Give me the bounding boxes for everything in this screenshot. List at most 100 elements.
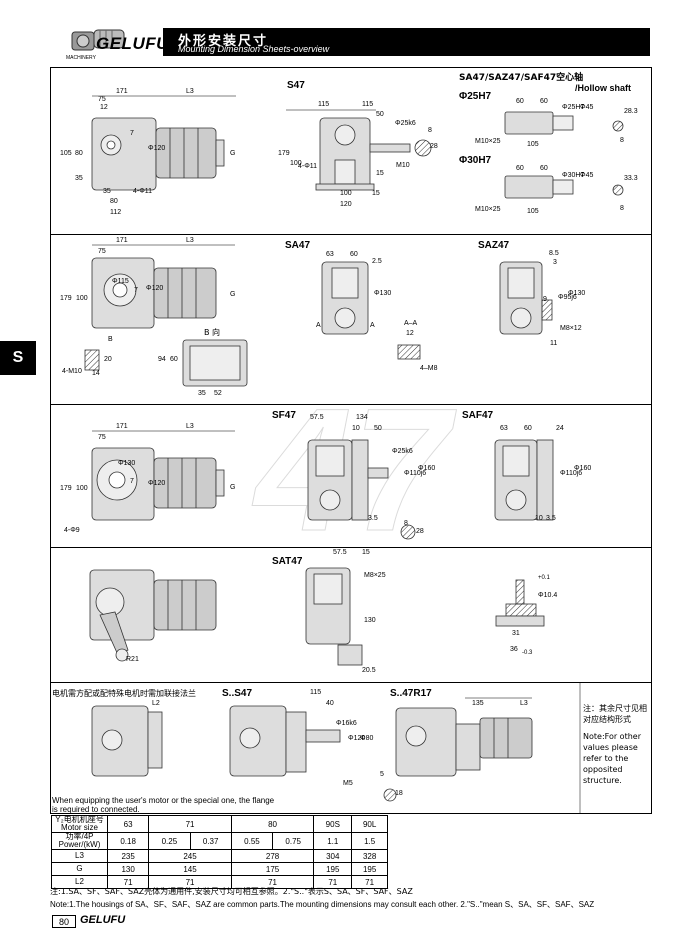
dim-label: 35 (198, 390, 206, 397)
dim-label: Φ130 (118, 460, 136, 467)
dim-label: 7 (130, 478, 134, 485)
table-cell: 0.25 (148, 832, 191, 850)
sa47-front-view (321, 261, 369, 335)
dim-label: 3.5 (546, 515, 556, 522)
table-cell: 175 (230, 862, 315, 876)
brand-logo: GELUFU (96, 34, 169, 53)
section-tab[interactable]: S (0, 341, 36, 375)
dim-label: 11 (550, 340, 558, 347)
dim-label: 10 (352, 425, 360, 432)
dim-label: 31 (512, 630, 520, 637)
dim-label: 100 (76, 295, 88, 302)
side-note-en: Note:For other values please refer to th… (583, 732, 641, 785)
hollow-shaft-subtitle: /Hollow shaft (575, 83, 631, 93)
dim-label: 9 (543, 296, 547, 303)
dim-label: Φ45 (580, 172, 594, 179)
dim-label: 2.5 (372, 258, 382, 265)
table-header: 71 (148, 815, 232, 833)
sat47-side-view (89, 569, 217, 662)
table-row-label: L3 (51, 849, 108, 863)
dim-label: 3 (553, 259, 557, 266)
hollow-shaft-25 (504, 111, 574, 135)
dim-label: 57.5 (310, 414, 324, 421)
dim-label: 75 (98, 434, 106, 441)
dim-label: L3 (520, 700, 528, 707)
dim-label: Φ160 (574, 465, 592, 472)
brand-machinery: MACHINERY (66, 55, 96, 61)
sa47-title: SA47 (285, 240, 311, 251)
dim-label: 60 (540, 98, 548, 105)
table-cell: 71 (106, 875, 150, 889)
dim-label: 75 (98, 96, 106, 103)
dim-label: 20.5 (362, 667, 376, 674)
footnote-cn: 注:1.SA、SF、SAF、SAZ壳体为通用件,安装尺寸均可相互参照。2."S.… (50, 887, 413, 896)
s47r17-title: S..47R17 (390, 688, 432, 699)
dim-label: 12 (100, 104, 108, 111)
dim-label: 57.5 (333, 549, 347, 556)
dim-label: Φ130 (568, 290, 586, 297)
dim-label: 52 (214, 390, 222, 397)
dim-label: M5 (343, 780, 353, 787)
dim-label: G (230, 150, 236, 157)
sf47-title: SF47 (272, 410, 296, 421)
section-divider (50, 682, 652, 683)
dim-label: 24 (556, 425, 564, 432)
side-note: 注：其余尺寸见相对应结构形式 Note:For other values ple… (583, 703, 649, 786)
b-view-label: B 向 (204, 328, 221, 337)
dim-label: 50 (374, 425, 382, 432)
dim-label: L2 (152, 700, 160, 707)
table-cell: 1.1 (313, 832, 353, 850)
dim-label: Φ115 (112, 278, 129, 285)
s47-side-view (91, 117, 225, 191)
dim-label: Φ10.4 (538, 592, 558, 599)
dim-label: Φ110j6 (560, 470, 583, 477)
table-row-label: G (51, 862, 108, 876)
dim-label: M10×25 (475, 206, 501, 213)
sf47-side-view (91, 447, 225, 521)
section-divider (50, 547, 652, 548)
saf47-title: SAF47 (462, 410, 494, 421)
table-header: 80 (230, 815, 315, 833)
dim-label: L3 (186, 88, 194, 95)
section-divider (50, 234, 652, 235)
dim-label: Φ30H7 (562, 172, 585, 179)
dim-label: 40 (326, 700, 334, 707)
dim-label: 4-Φ11 (133, 188, 153, 195)
dim-label: 115 (362, 101, 374, 108)
footnote-en: Note:1.The housings of SA、SF、SAF、SAZ are… (50, 900, 595, 909)
dim-label: 8.5 (549, 250, 559, 257)
dim-label: M8×12 (560, 325, 582, 332)
page-number: 80 (52, 915, 76, 928)
table-cell: 235 (106, 849, 150, 863)
dim-label: 36 (510, 646, 518, 653)
dim-label: L3 (186, 237, 194, 244)
dim-label: 35 (103, 188, 111, 195)
dim-label: 15 (372, 190, 380, 197)
dim-label: 179 (60, 485, 72, 492)
sa47-side-view (91, 257, 217, 329)
hollow-shaft-title: SA47/SAZ47/SAF47空心轴 (459, 73, 584, 83)
motor-spec-table: Y₂电机机座号 Motor size 63 71 80 90S 90L 功率/4… (51, 815, 388, 889)
dim-label: 28.3 (624, 108, 638, 115)
table-cell: 195 (313, 862, 353, 876)
section-divider (50, 404, 652, 405)
saz47-title: SAZ47 (478, 240, 510, 251)
hollow-d2: Φ30H7 (459, 155, 492, 166)
dim-label: 75 (98, 248, 106, 255)
dim-label: 15 (376, 170, 384, 177)
table-cell: 71 (351, 875, 388, 889)
dim-label: 5 (380, 771, 384, 778)
dim-label: 80 (75, 150, 83, 157)
table-header: 90S (313, 815, 353, 833)
s47r17-view (395, 707, 533, 777)
dim-label: 100 (290, 160, 302, 167)
dim-label: 171 (116, 88, 128, 95)
dim-label: 179 (278, 150, 290, 157)
dim-label: M8×25 (364, 572, 386, 579)
dim-label: M10×25 (475, 138, 501, 145)
sa47-b-view (182, 339, 248, 387)
dim-label: A (370, 322, 375, 329)
table-cell: 245 (148, 849, 232, 863)
sf47-front-view (307, 439, 389, 521)
dim-label: Φ120 (348, 735, 366, 742)
